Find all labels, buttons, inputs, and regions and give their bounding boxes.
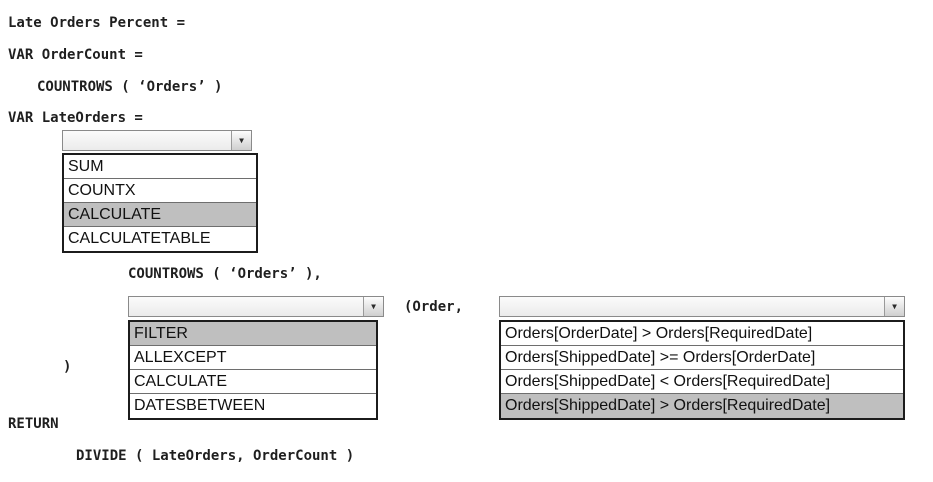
chevron-down-icon[interactable]: ▼: [884, 297, 904, 316]
code-line-countrows-comma: COUNTROWS ( ‘Orders’ ),: [128, 266, 322, 282]
condition-dropdown-value[interactable]: [500, 297, 884, 316]
list-item-datesbetween[interactable]: DATESBETWEEN: [130, 394, 376, 418]
list-item-orderdate-gt-requireddate[interactable]: Orders[OrderDate] > Orders[RequiredDate]: [501, 322, 903, 346]
aggregation-dropdown-value[interactable]: [63, 131, 231, 150]
list-item-shippeddate-gte-orderdate[interactable]: Orders[ShippedDate] >= Orders[OrderDate]: [501, 346, 903, 370]
chevron-down-icon[interactable]: ▼: [363, 297, 383, 316]
condition-options-list: Orders[OrderDate] > Orders[RequiredDate]…: [499, 320, 905, 420]
list-item-calculatetable[interactable]: CALCULATETABLE: [64, 227, 256, 251]
list-item-sum[interactable]: SUM: [64, 155, 256, 179]
code-line-var-lateorders: VAR LateOrders =: [8, 110, 143, 126]
chevron-down-icon[interactable]: ▼: [231, 131, 251, 150]
list-item-shippeddate-gt-requireddate[interactable]: Orders[ShippedDate] > Orders[RequiredDat…: [501, 394, 903, 418]
list-item-shippeddate-lt-requireddate[interactable]: Orders[ShippedDate] < Orders[RequiredDat…: [501, 370, 903, 394]
code-line-return: RETURN: [8, 416, 59, 432]
code-close-paren: ): [63, 359, 72, 375]
filter-function-dropdown-value[interactable]: [129, 297, 363, 316]
list-item-calculate[interactable]: CALCULATE: [130, 370, 376, 394]
aggregation-dropdown[interactable]: ▼: [62, 130, 252, 151]
condition-dropdown[interactable]: ▼: [499, 296, 905, 317]
aggregation-options-list: SUM COUNTX CALCULATE CALCULATETABLE: [62, 153, 258, 253]
filter-function-dropdown[interactable]: ▼: [128, 296, 384, 317]
list-item-allexcept[interactable]: ALLEXCEPT: [130, 346, 376, 370]
code-line-countrows: COUNTROWS ( ‘Orders’ ): [37, 79, 223, 95]
filter-function-options-list: FILTER ALLEXCEPT CALCULATE DATESBETWEEN: [128, 320, 378, 420]
list-item-calculate[interactable]: CALCULATE: [64, 203, 256, 227]
list-item-filter[interactable]: FILTER: [130, 322, 376, 346]
list-item-countx[interactable]: COUNTX: [64, 179, 256, 203]
code-inline-order-open: (Order,: [404, 299, 464, 315]
code-line-divide: DIVIDE ( LateOrders, OrderCount ): [76, 448, 355, 464]
code-line-title: Late Orders Percent =: [8, 15, 186, 31]
code-line-var-ordercount: VAR OrderCount =: [8, 47, 143, 63]
